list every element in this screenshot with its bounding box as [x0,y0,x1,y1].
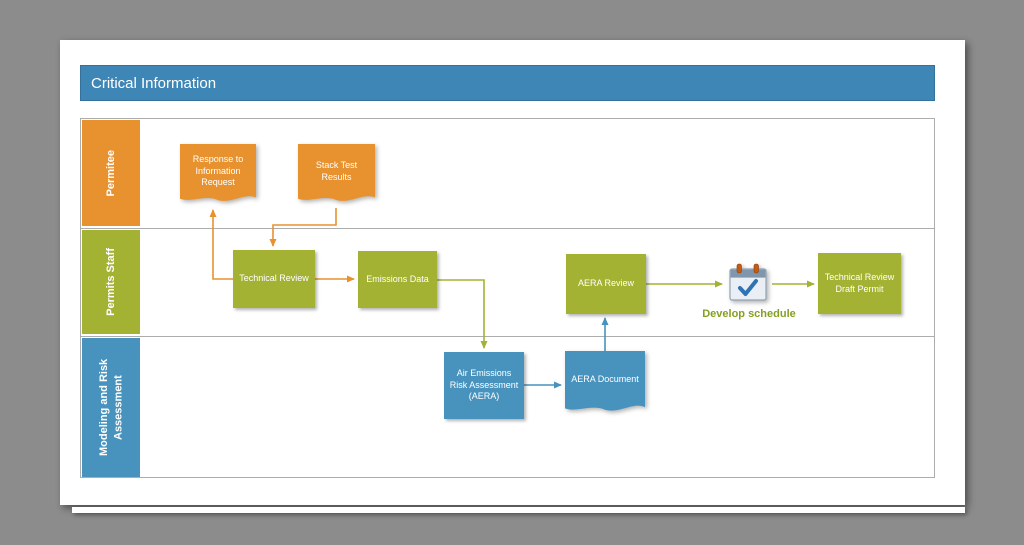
node-aera-document-label: AERA Document [571,374,639,385]
document-shape-icon [298,144,375,201]
lane-permitee: Permitee [81,119,934,229]
lane-label-permitee-text: Permitee [104,149,117,197]
node-aera-document[interactable]: AERA Document [565,351,645,417]
node-aera-review[interactable]: AERA Review [566,254,646,314]
node-response-to-information-request-label: Response to Information Request [192,153,244,188]
node-response-to-information-request[interactable]: Response to Information Request [180,144,256,207]
node-develop-schedule[interactable] [726,262,770,304]
lane-label-permits-staff-text: Permits Staff [104,248,117,316]
node-emissions-data-label: Emissions Data [366,273,429,284]
node-technical-review-label: Technical Review [239,273,309,284]
document-shape-icon [565,351,645,411]
node-air-emissions-risk-assessment[interactable]: Air Emissions Risk Assessment (AERA) [444,352,524,419]
next-page-edge [72,507,965,513]
node-technical-review-draft-permit[interactable]: Technical Review Draft Permit [818,253,901,314]
lane-label-permitee[interactable]: Permitee [82,120,140,226]
node-stack-test-results-label: Stack Test Results [315,159,358,182]
calendar-check-icon [729,263,767,301]
document-shape-icon [180,144,256,201]
node-aera-review-label: AERA Review [577,278,635,289]
node-develop-schedule-label: Develop schedule [702,308,796,320]
node-stack-test-results[interactable]: Stack Test Results [298,144,375,207]
diagram-title-bar[interactable]: Critical Information [80,65,935,101]
lane-permits-staff: Permits Staff [81,229,934,337]
lane-label-modeling-risk-text: Modeling and Risk Assessment [97,358,124,457]
node-emissions-data[interactable]: Emissions Data [358,251,437,308]
node-technical-review-draft-permit-label: Technical Review Draft Permit [824,271,895,294]
node-technical-review[interactable]: Technical Review [233,250,315,308]
lane-label-permits-staff[interactable]: Permits Staff [82,230,140,334]
diagram-title: Critical Information [91,74,217,92]
node-air-emissions-risk-assessment-label: Air Emissions Risk Assessment (AERA) [449,367,519,402]
lane-label-modeling-risk[interactable]: Modeling and Risk Assessment [82,338,140,477]
lane-modeling-risk: Modeling and Risk Assessment [81,337,934,479]
